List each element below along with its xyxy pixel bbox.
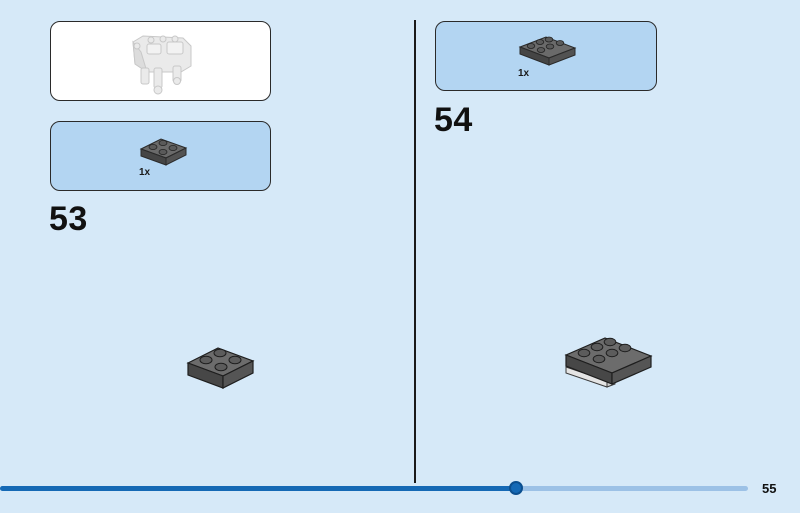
- previous-model-panel: [50, 21, 271, 101]
- step-number: 53: [49, 200, 88, 238]
- progress-fill: [0, 486, 517, 491]
- parts-callout-step-54: 1x: [435, 21, 657, 91]
- part-quantity: 1x: [518, 68, 530, 79]
- brick-2x3-plate-icon: [518, 36, 577, 66]
- page-divider: [414, 20, 416, 483]
- assembly-illustration-step-54: [564, 337, 653, 388]
- step-number: 54: [434, 101, 473, 139]
- page-number: 55: [762, 481, 777, 496]
- progress-bar: [0, 481, 748, 495]
- ghost-model-illustration: [132, 35, 192, 95]
- progress-knob: [509, 481, 524, 495]
- assembly-illustration-step-53: [186, 347, 255, 389]
- part-quantity: 1x: [139, 167, 151, 178]
- brick-2x2-plate-icon: [139, 138, 188, 166]
- parts-callout-step-53: 1x: [50, 121, 271, 191]
